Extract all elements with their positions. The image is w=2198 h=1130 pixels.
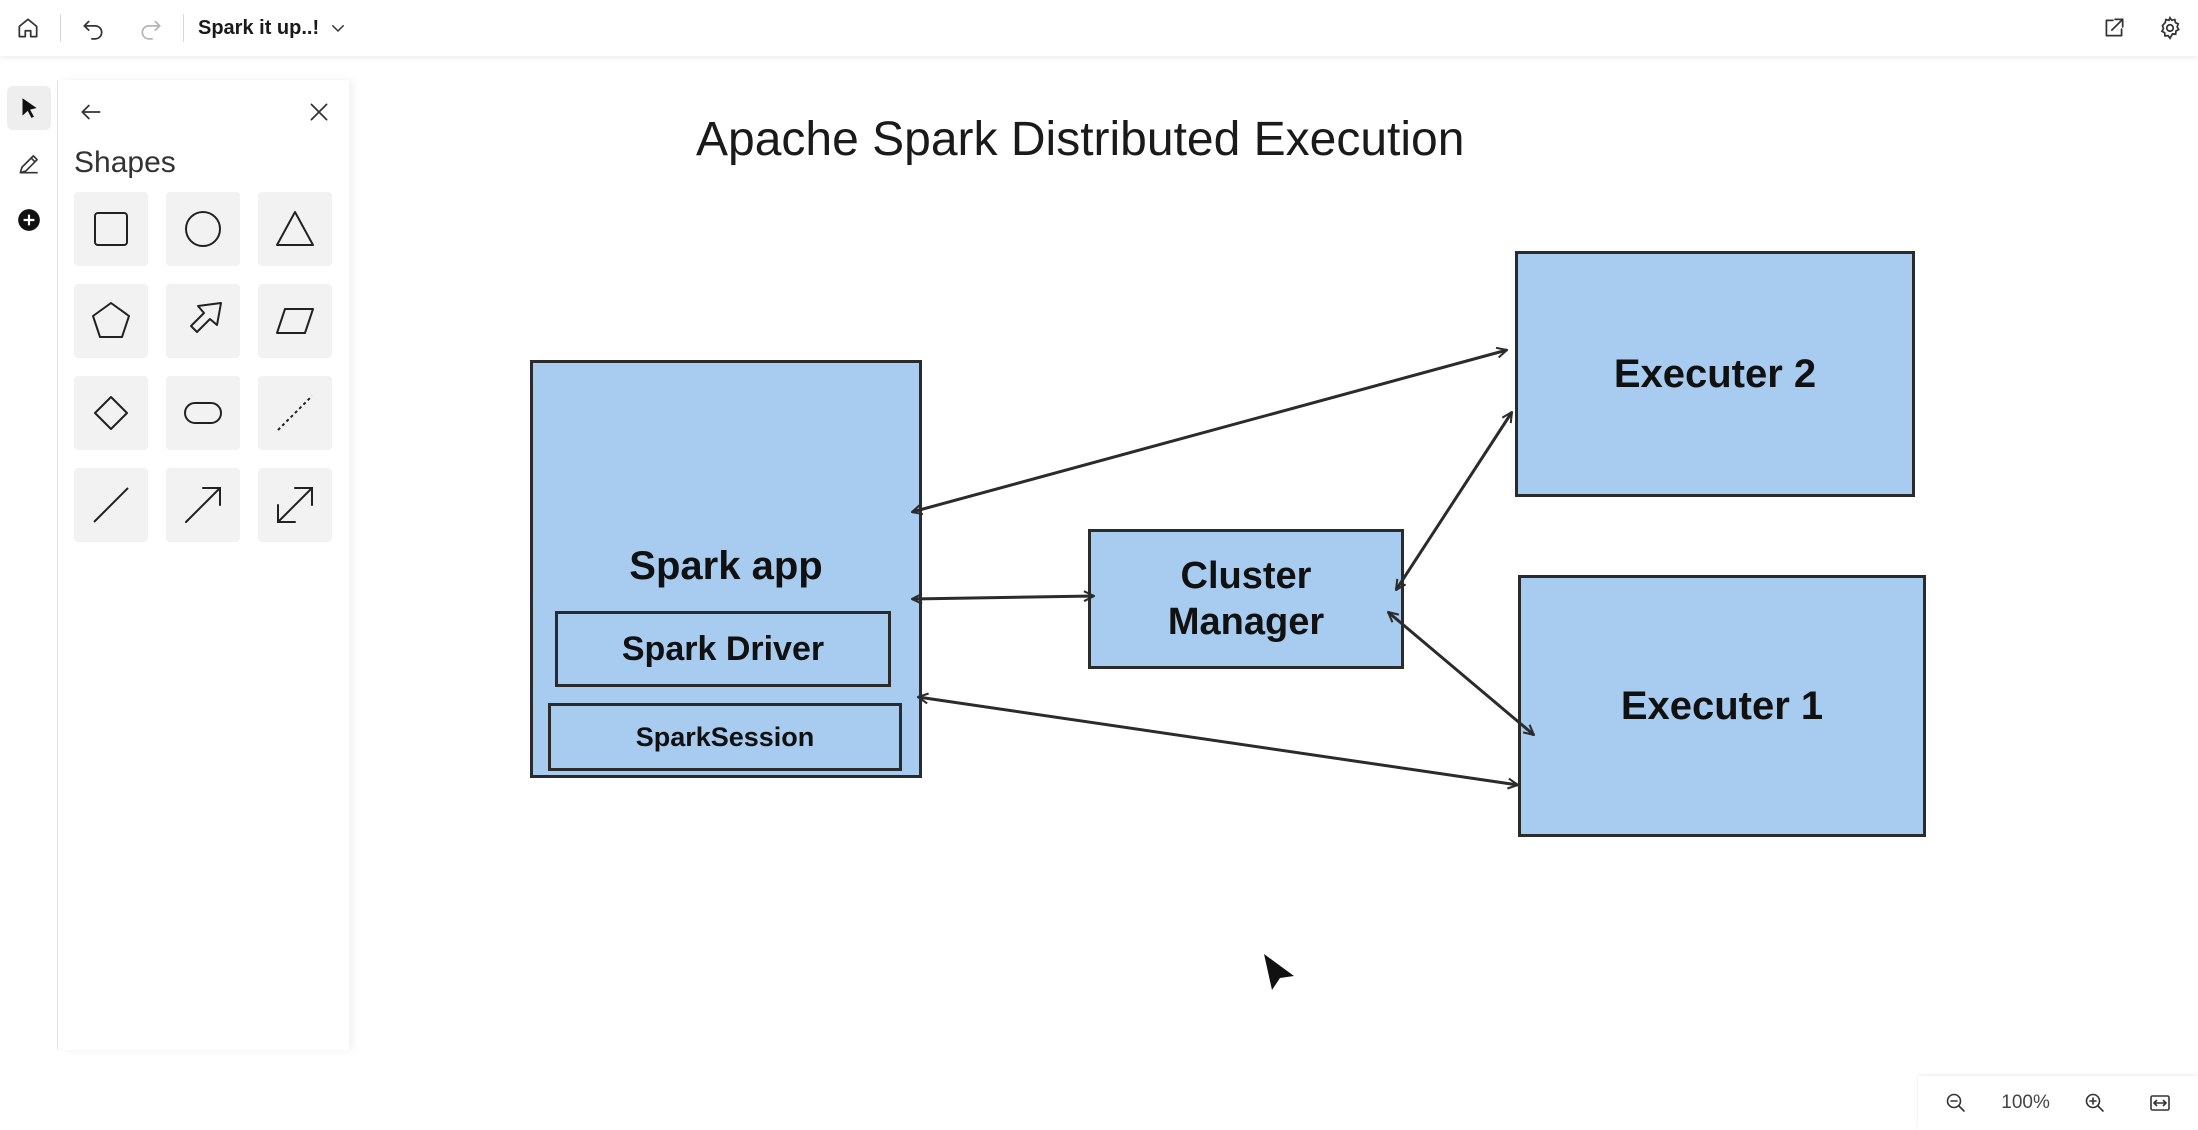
executer-1-box[interactable]: Executer 1 [1518, 575, 1926, 837]
executer-2-label: Executer 2 [1613, 351, 1817, 396]
shape-double-arrow[interactable] [258, 468, 332, 542]
top-right-actions [2086, 6, 2198, 50]
cluster-manager-box[interactable]: Cluster Manager [1088, 529, 1404, 669]
home-icon [18, 18, 38, 38]
arrow-spark-app-executer-2[interactable] [912, 350, 1507, 512]
spark-app-label: Spark app [629, 544, 823, 588]
parallelogram-icon [276, 308, 314, 334]
toolbar-divider [183, 14, 184, 42]
add-tool-button[interactable] [7, 198, 51, 242]
cluster-manager-label-line1: Cluster [1180, 555, 1312, 597]
spark-session-label: SparkSession [635, 721, 815, 752]
redo-button[interactable] [129, 6, 173, 50]
mouse-cursor-icon [1264, 954, 1294, 990]
arrow-icon [185, 487, 221, 523]
arrow-left-icon [81, 104, 101, 120]
pentagon-icon [92, 302, 130, 338]
arrow-cluster-manager-executer-1[interactable] [1388, 612, 1534, 735]
zoom-in-icon [2085, 1093, 2104, 1112]
triangle-icon [276, 211, 314, 246]
shape-pentagon[interactable] [74, 284, 148, 358]
zoom-in-button[interactable] [2075, 1083, 2115, 1123]
select-tool-button[interactable] [7, 86, 51, 130]
close-icon [310, 103, 328, 121]
document-title: Spark it up..! [198, 16, 320, 39]
shape-arrow[interactable] [166, 468, 240, 542]
zoom-out-icon [1947, 1093, 1966, 1112]
share-button[interactable] [2086, 6, 2142, 50]
executer-2-box[interactable]: Executer 2 [1515, 251, 1915, 497]
share-icon [2105, 18, 2124, 37]
circle-icon [185, 211, 221, 247]
fit-to-screen-button[interactable] [2140, 1083, 2180, 1123]
gear-icon [2160, 15, 2180, 40]
undo-icon [83, 20, 103, 40]
top-toolbar: Spark it up..! [0, 0, 2198, 56]
select-pointer-icon [22, 98, 37, 118]
spark-session-box[interactable]: SparkSession [548, 703, 902, 771]
square-icon [94, 212, 128, 246]
line-icon [93, 487, 129, 523]
double-arrow-icon [277, 487, 313, 523]
diamond-icon [94, 396, 128, 430]
shape-line[interactable] [74, 468, 148, 542]
pen-tool-button[interactable] [7, 142, 51, 186]
undo-button[interactable] [71, 6, 115, 50]
arrow-spark-app-cluster-manager[interactable] [912, 596, 1094, 599]
chevron-down-icon [332, 25, 345, 32]
document-title-dropdown[interactable]: Spark it up..! [198, 17, 347, 40]
shape-rounded-rectangle[interactable] [166, 376, 240, 450]
shape-grid [74, 192, 332, 542]
zoom-level[interactable]: 100% [2001, 1092, 2050, 1113]
arrow-cluster-manager-executer-2[interactable] [1394, 412, 1514, 590]
home-button[interactable] [6, 6, 50, 50]
shape-dashed-line[interactable] [258, 376, 332, 450]
zoom-controls: 100% [1918, 1076, 2198, 1130]
diagram-title[interactable]: Apache Spark Distributed Execution [696, 113, 1465, 166]
shape-diamond[interactable] [74, 376, 148, 450]
settings-button[interactable] [2142, 6, 2198, 50]
spark-driver-box[interactable]: Spark Driver [555, 611, 891, 687]
cluster-manager-label-line2: Manager [1167, 601, 1325, 643]
zoom-out-button[interactable] [1936, 1083, 1976, 1123]
panel-title: Shapes [74, 146, 176, 179]
shapes-panel: Shapes [59, 80, 349, 1050]
executer-1-label: Executer 1 [1620, 683, 1824, 728]
shape-square[interactable] [74, 192, 148, 266]
shape-parallelogram[interactable] [258, 284, 332, 358]
arrow-spark-app-executer-1[interactable] [918, 697, 1518, 785]
fit-width-icon [2149, 1095, 2170, 1111]
tool-rail [0, 80, 58, 1050]
spark-driver-label: Spark Driver [621, 629, 825, 668]
dashed-line-icon [277, 395, 313, 431]
arrow-block-icon [190, 302, 222, 333]
shape-circle[interactable] [166, 192, 240, 266]
toolbar-divider [60, 14, 61, 42]
shape-arrow-block[interactable] [166, 284, 240, 358]
add-circle-icon [18, 209, 40, 231]
pen-icon [19, 155, 38, 174]
rounded-rectangle-icon [184, 402, 222, 424]
shape-triangle[interactable] [258, 192, 332, 266]
redo-icon [141, 20, 161, 40]
panel-back-button[interactable] [69, 90, 113, 134]
panel-close-button[interactable] [297, 90, 341, 134]
